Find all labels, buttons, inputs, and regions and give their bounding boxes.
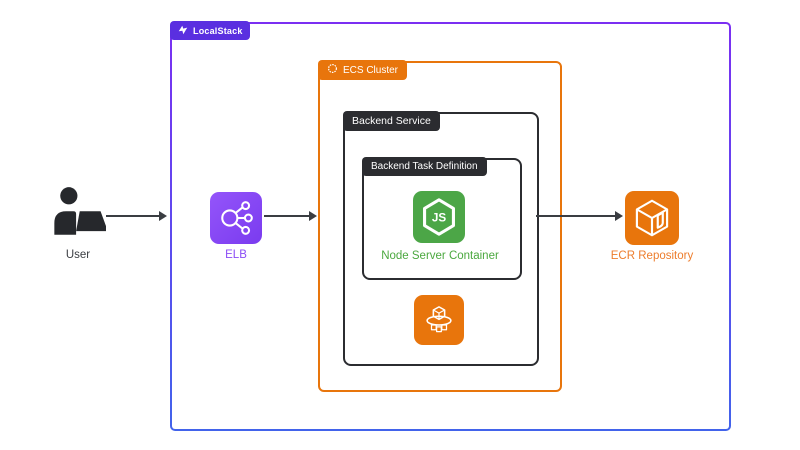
ecs-service-icon	[414, 295, 464, 345]
backend-service-box	[343, 112, 539, 366]
nodejs-icon: JS	[413, 191, 465, 243]
elb-label: ELB	[225, 249, 247, 261]
localstack-badge: LocalStack	[170, 21, 250, 40]
node-server-container-label: Node Server Container	[381, 250, 499, 262]
ecs-cluster-badge: ECS Cluster	[318, 60, 408, 80]
ecs-cluster-badge-label: ECS Cluster	[343, 64, 399, 76]
ecs-cluster-box	[318, 61, 562, 392]
arrow-user-to-elb	[106, 211, 167, 221]
backend-service-badge: Backend Service	[343, 111, 440, 131]
ecr-repository-label: ECR Repository	[610, 250, 694, 262]
arrow-elb-to-ecs-cluster	[264, 211, 317, 221]
localstack-badge-label: LocalStack	[193, 25, 243, 36]
elb-icon	[210, 192, 262, 244]
user-laptop-icon	[48, 184, 108, 242]
backend-task-definition-badge-label: Backend Task Definition	[371, 161, 478, 172]
arrow-backend-service-to-ecr	[536, 211, 623, 221]
ecs-cluster-icon	[327, 63, 338, 77]
ecr-icon	[625, 191, 679, 245]
user-label: User	[65, 249, 91, 261]
localstack-logo-icon	[177, 24, 189, 38]
svg-text:JS: JS	[432, 211, 446, 224]
backend-task-definition-badge: Backend Task Definition	[362, 157, 487, 176]
backend-service-badge-label: Backend Service	[352, 115, 431, 127]
